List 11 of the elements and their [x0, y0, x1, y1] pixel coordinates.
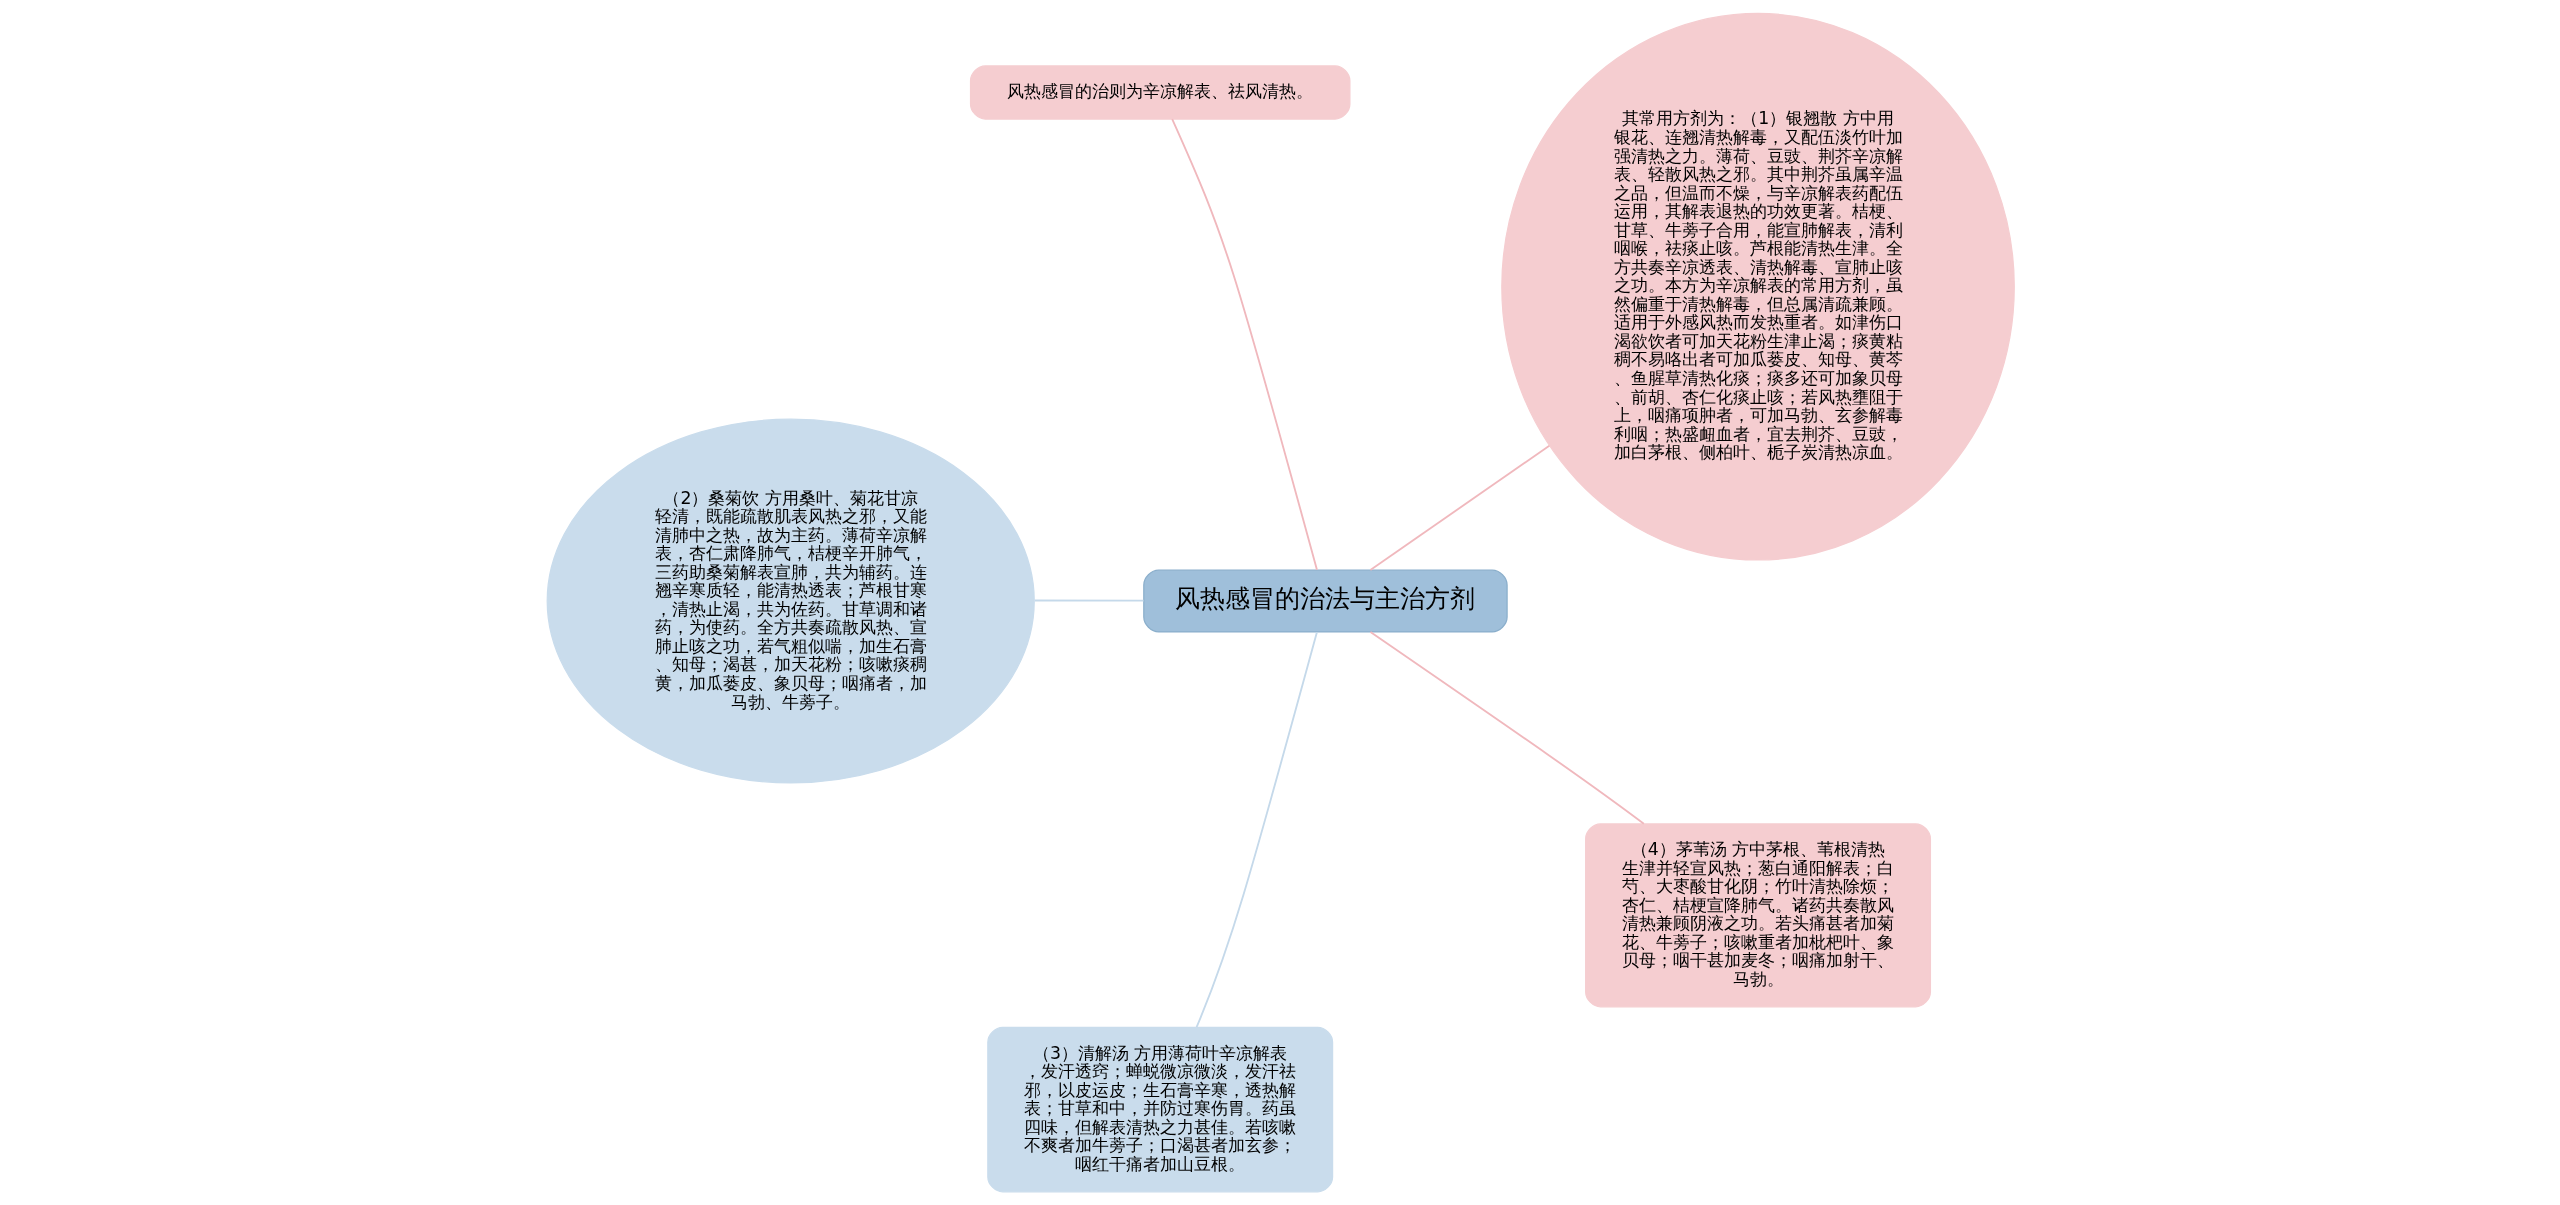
node-box: 风热感冒的治则为辛凉解表、祛风清热。: [969, 65, 1350, 120]
connector: [1195, 631, 1318, 1029]
node-box: （3）清解汤 方用薄荷叶辛凉解表，发汗透窍；蝉蜕微凉微淡，发汗祛邪，以皮运皮；生石膏辛寒，透热解表；甘草和中，并防过寒伤胃。药虽四味，但解表清热之力甚佳。若咳嗽不爽者加牛蒡子；口渴甚者加玄参；咽红干痛者加山豆根。: [986, 1026, 1333, 1193]
connector: [1369, 631, 1645, 825]
connector: [1170, 118, 1318, 571]
node-box: 风热感冒的治法与主治方剂: [1142, 569, 1508, 633]
node-circle: 其常用方剂为：（1）银翘散 方中用银花、连翘清热解毒，又配伍淡竹叶加强清热之力。薄荷、豆豉、荆芥辛凉解表、轻散风热之邪。其中荆芥虽属辛温之品，但温而不燥，与辛凉解表药配伍运用，其解表退热的功效更著。桔梗、甘草、牛蒡子合用，能宣肺解表，清利咽喉，祛痰止咳。芦根能清热生津。全方共奏辛凉透表、清热解毒、宣肺止咳之功。本方为辛凉解表的常用方剂，虽然偏重于清热解毒，但总属清疏兼顾。适用于外感风热而发热重者。如津伤口渴欲饮者可加天花粉生津止渴；痰黄粘稠不易咯出者可加瓜蒌皮、知母、黄芩、鱼腥草清热化痰；痰多还可加象贝母、前胡、杏仁化痰止咳；若风热壅阻于上，咽痛项肿者，可加马勃、玄参解毒利咽；热盛衄血者，宜去荆芥、豆豉，加白茅根、侧柏叶、栀子炭清热凉血。: [1500, 12, 2015, 561]
connector: [1368, 444, 1550, 571]
node-box: （4）茅苇汤 方中茅根、苇根清热生津并轻宣风热；葱白通阳解表；白芍、大枣酸甘化阴；竹叶清热除烦；杏仁、桔梗宣降肺气。诸药共奏散风清热兼顾阴液之功。若头痛甚者加菊花、牛蒡子；咳嗽重者加枇杷叶、象贝母；咽干甚加麦冬；咽痛加射干、马勃。: [1584, 823, 1931, 1008]
node-ellipse: （2）桑菊饮 方用桑叶、菊花甘凉轻清，既能疏散肌表风热之邪，又能清肺中之热，故为主药。薄荷辛凉解表，杏仁肃降肺气，桔梗辛开肺气，三药助桑菊解表宣肺，共为辅药。连翘辛寒质轻，能清热透表；芦根甘寒，清热止渴，共为佐药。甘草调和诸药，为使药。全方共奏疏散风热、宣肺止咳之功，若气粗似喘，加生石膏、知母；渴甚，加天花粉；咳嗽痰稠黄，加瓜蒌皮、象贝母；咽痛者，加马勃、牛蒡子。: [546, 418, 1035, 784]
connector: [1033, 599, 1144, 602]
